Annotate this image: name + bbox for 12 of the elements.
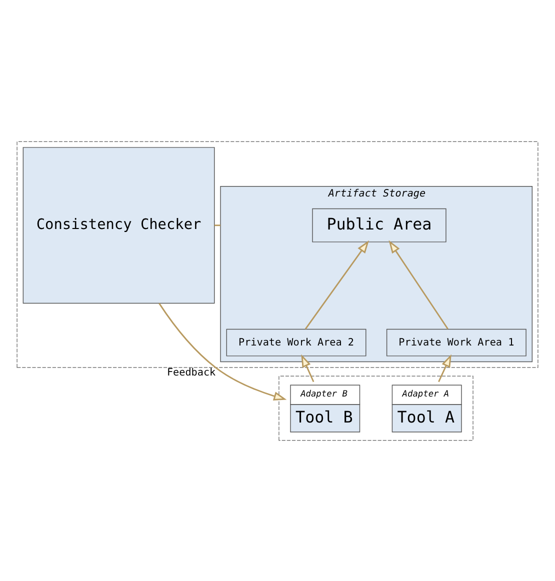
edge-label: Feedback	[166, 367, 216, 378]
connector	[214, 224, 220, 226]
node-box: Private Work Area 2	[226, 328, 366, 356]
arrow	[388, 240, 448, 329]
arrow	[304, 240, 369, 329]
node-box: Private Work Area 1	[386, 328, 526, 356]
arrow	[301, 354, 314, 382]
arrow	[158, 302, 287, 400]
cluster	[278, 375, 474, 440]
node-box: Consistency Checker	[22, 146, 215, 304]
node-box: Public Area	[312, 208, 446, 242]
arrow	[438, 354, 452, 382]
